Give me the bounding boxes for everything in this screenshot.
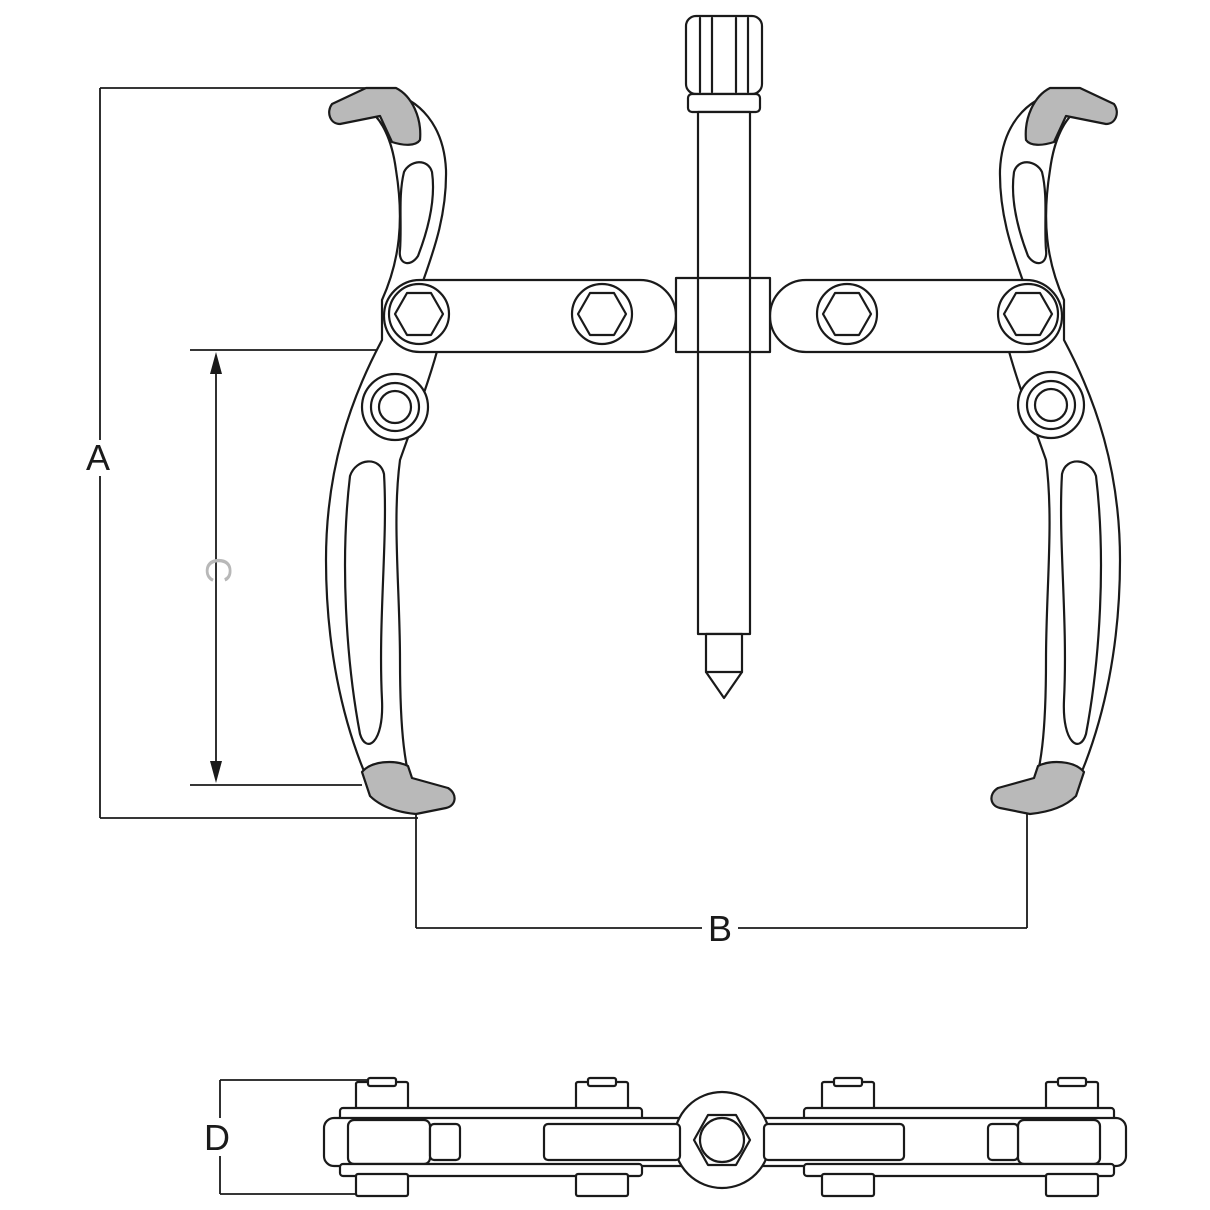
right-arm-pivot-inner	[1033, 387, 1069, 423]
hex-bolt-3	[815, 282, 879, 346]
left-arm-pivot-inner	[377, 389, 413, 425]
dimension-b-label: B	[708, 908, 732, 949]
screw-hex-head	[684, 14, 764, 96]
right-arm	[990, 86, 1122, 816]
left-arm-bottom-jaw	[360, 760, 456, 816]
hex-bolt-4	[996, 282, 1060, 346]
left-arm	[324, 86, 456, 816]
left-arm-upper-slot	[398, 161, 435, 265]
top-view-assembly	[322, 1076, 1128, 1198]
dimension-b: B	[415, 808, 1028, 949]
cross-bar	[382, 276, 1064, 354]
right-arm-bottom-jaw	[990, 760, 1086, 816]
cross-bar-center-block	[674, 276, 772, 354]
left-arm-lower-slot	[343, 460, 387, 745]
right-arm-upper-slot	[1011, 161, 1048, 265]
top-view-hub-hex	[692, 1113, 752, 1167]
top-view-bolts-upper	[354, 1076, 1100, 1112]
right-arm-top-jaw	[1024, 86, 1118, 146]
dimension-a: A	[86, 87, 418, 819]
hex-bolt-2	[570, 282, 634, 346]
dimension-d: D	[204, 1079, 376, 1195]
top-view-left-arm-end	[346, 1118, 432, 1166]
dimension-c: C	[190, 349, 398, 786]
bolts-front	[387, 282, 1060, 346]
screw-tip	[704, 632, 744, 700]
screw-shaft	[696, 110, 752, 636]
top-view-bolts-lower	[354, 1172, 1100, 1198]
top-view-right-arm-end	[1016, 1118, 1102, 1166]
left-arm-top-jaw	[328, 86, 422, 146]
dimension-d-label: D	[204, 1117, 230, 1158]
dimension-c-arrow-top	[210, 352, 222, 374]
dimension-c-arrow-bottom	[210, 761, 222, 783]
right-arm-lower-slot	[1059, 460, 1103, 745]
dimension-c-label: C	[198, 557, 239, 583]
dimension-a-label: A	[86, 437, 110, 478]
hex-bolt-1	[387, 282, 451, 346]
screw-collar	[686, 92, 762, 114]
forcing-screw	[684, 14, 764, 700]
